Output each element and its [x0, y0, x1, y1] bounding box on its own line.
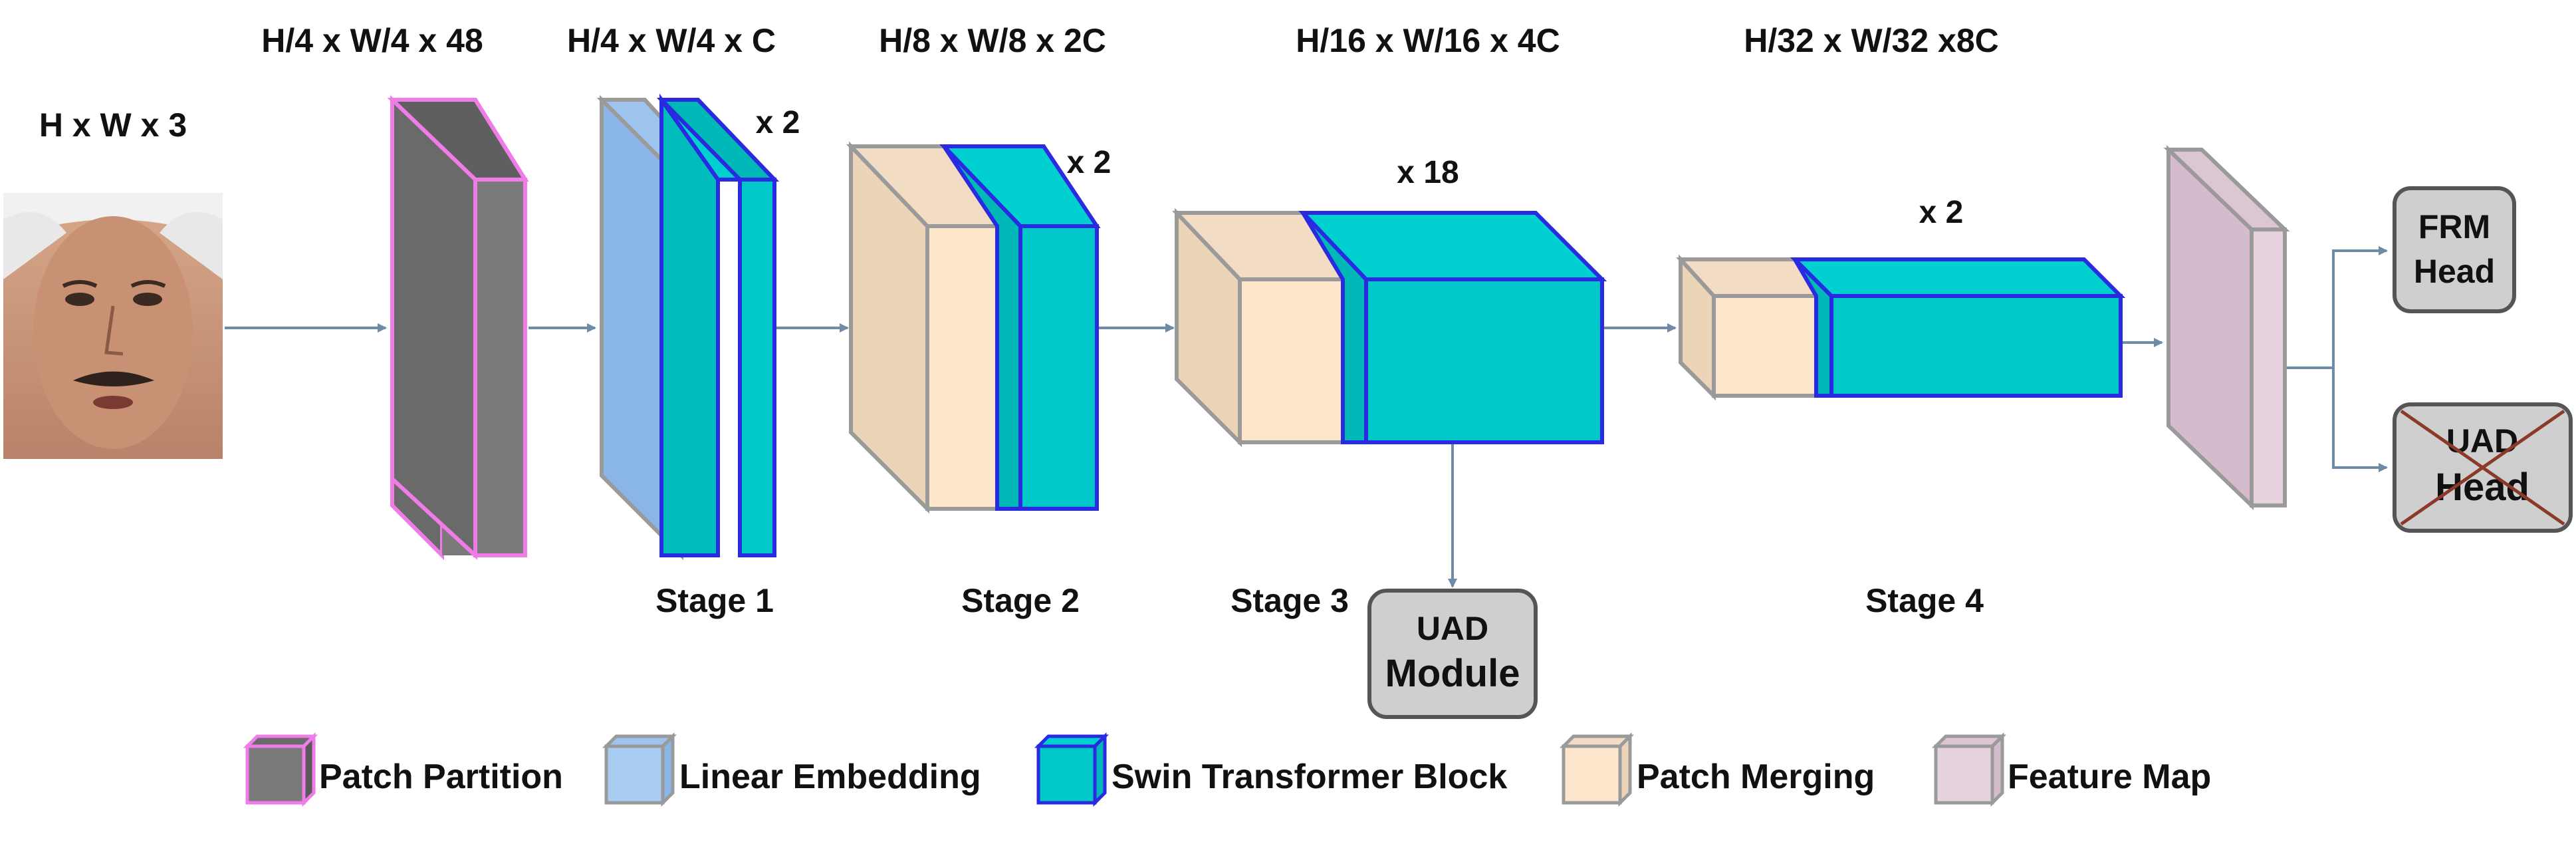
uad-head-cross-2	[2400, 409, 2565, 526]
uad-head-line2: Head	[2435, 466, 2529, 509]
frm-head-line1: FRM	[2418, 208, 2490, 245]
legend-label-patch-merging: Patch Merging	[1637, 758, 1875, 796]
frm-head-line2: Head	[2414, 253, 2495, 290]
uad-module-box: UAD Module	[1367, 589, 1538, 719]
repeat-stage4: x 2	[1919, 195, 1964, 230]
dim-stage1: H/4 x W/4 x C	[567, 22, 776, 59]
stage-label-2: Stage 2	[961, 582, 1080, 619]
legend-swatch-feature-map	[1931, 732, 2007, 807]
patch-merging-stage2	[846, 141, 1001, 514]
legend-swatch-patch-merging	[1559, 732, 1635, 807]
dim-input: H x W x 3	[39, 106, 187, 144]
stage-label-3: Stage 3	[1230, 582, 1349, 619]
repeat-stage2: x 2	[1067, 145, 1112, 180]
uad-module-line2: Module	[1385, 652, 1520, 695]
frm-head-box: FRM Head	[2393, 186, 2516, 313]
legend-label-linear-embedding: Linear Embedding	[679, 758, 981, 796]
legend-swatch-patch-partition	[243, 732, 318, 807]
stage-label-1: Stage 1	[655, 582, 774, 619]
uad-head-box: UAD Head	[2393, 402, 2573, 533]
repeat-stage1: x 2	[756, 105, 800, 140]
swin-block-stage1	[656, 93, 780, 557]
dim-stage4: H/32 x W/32 x8C	[1744, 22, 1999, 59]
legend-swatch-linear-embedding	[602, 732, 677, 807]
repeat-stage3: x 18	[1397, 155, 1459, 190]
dim-stage3: H/16 x W/16 x 4C	[1296, 22, 1560, 59]
legend-label-patch-partition: Patch Partition	[319, 758, 563, 796]
legend-swatch-swin-block	[1034, 732, 1110, 807]
legend: Patch Partition Linear Embedding Swin Tr…	[243, 732, 2211, 807]
flow-arrows	[225, 246, 2388, 588]
swin-block-stage4	[1790, 257, 2126, 398]
swin-block-stage2	[939, 144, 1101, 511]
dim-stage2: H/8 x W/8 x 2C	[879, 22, 1106, 59]
input-face-image	[3, 193, 223, 459]
feature-map-block	[2163, 144, 2290, 511]
swin-block-stage3	[1298, 211, 1607, 444]
patch-merging-stage3	[1172, 208, 1347, 448]
legend-label-swin-block: Swin Transformer Block	[1112, 758, 1507, 796]
uad-head-line1: UAD	[2446, 422, 2518, 460]
dim-patch: H/4 x W/4 x 48	[261, 22, 483, 59]
legend-label-feature-map: Feature Map	[2008, 758, 2211, 796]
patch-partition-block	[387, 94, 529, 561]
stage-label-4: Stage 4	[1865, 582, 1984, 619]
uad-module-line1: UAD	[1417, 610, 1488, 647]
patch-merging-stage4	[1676, 254, 1820, 401]
